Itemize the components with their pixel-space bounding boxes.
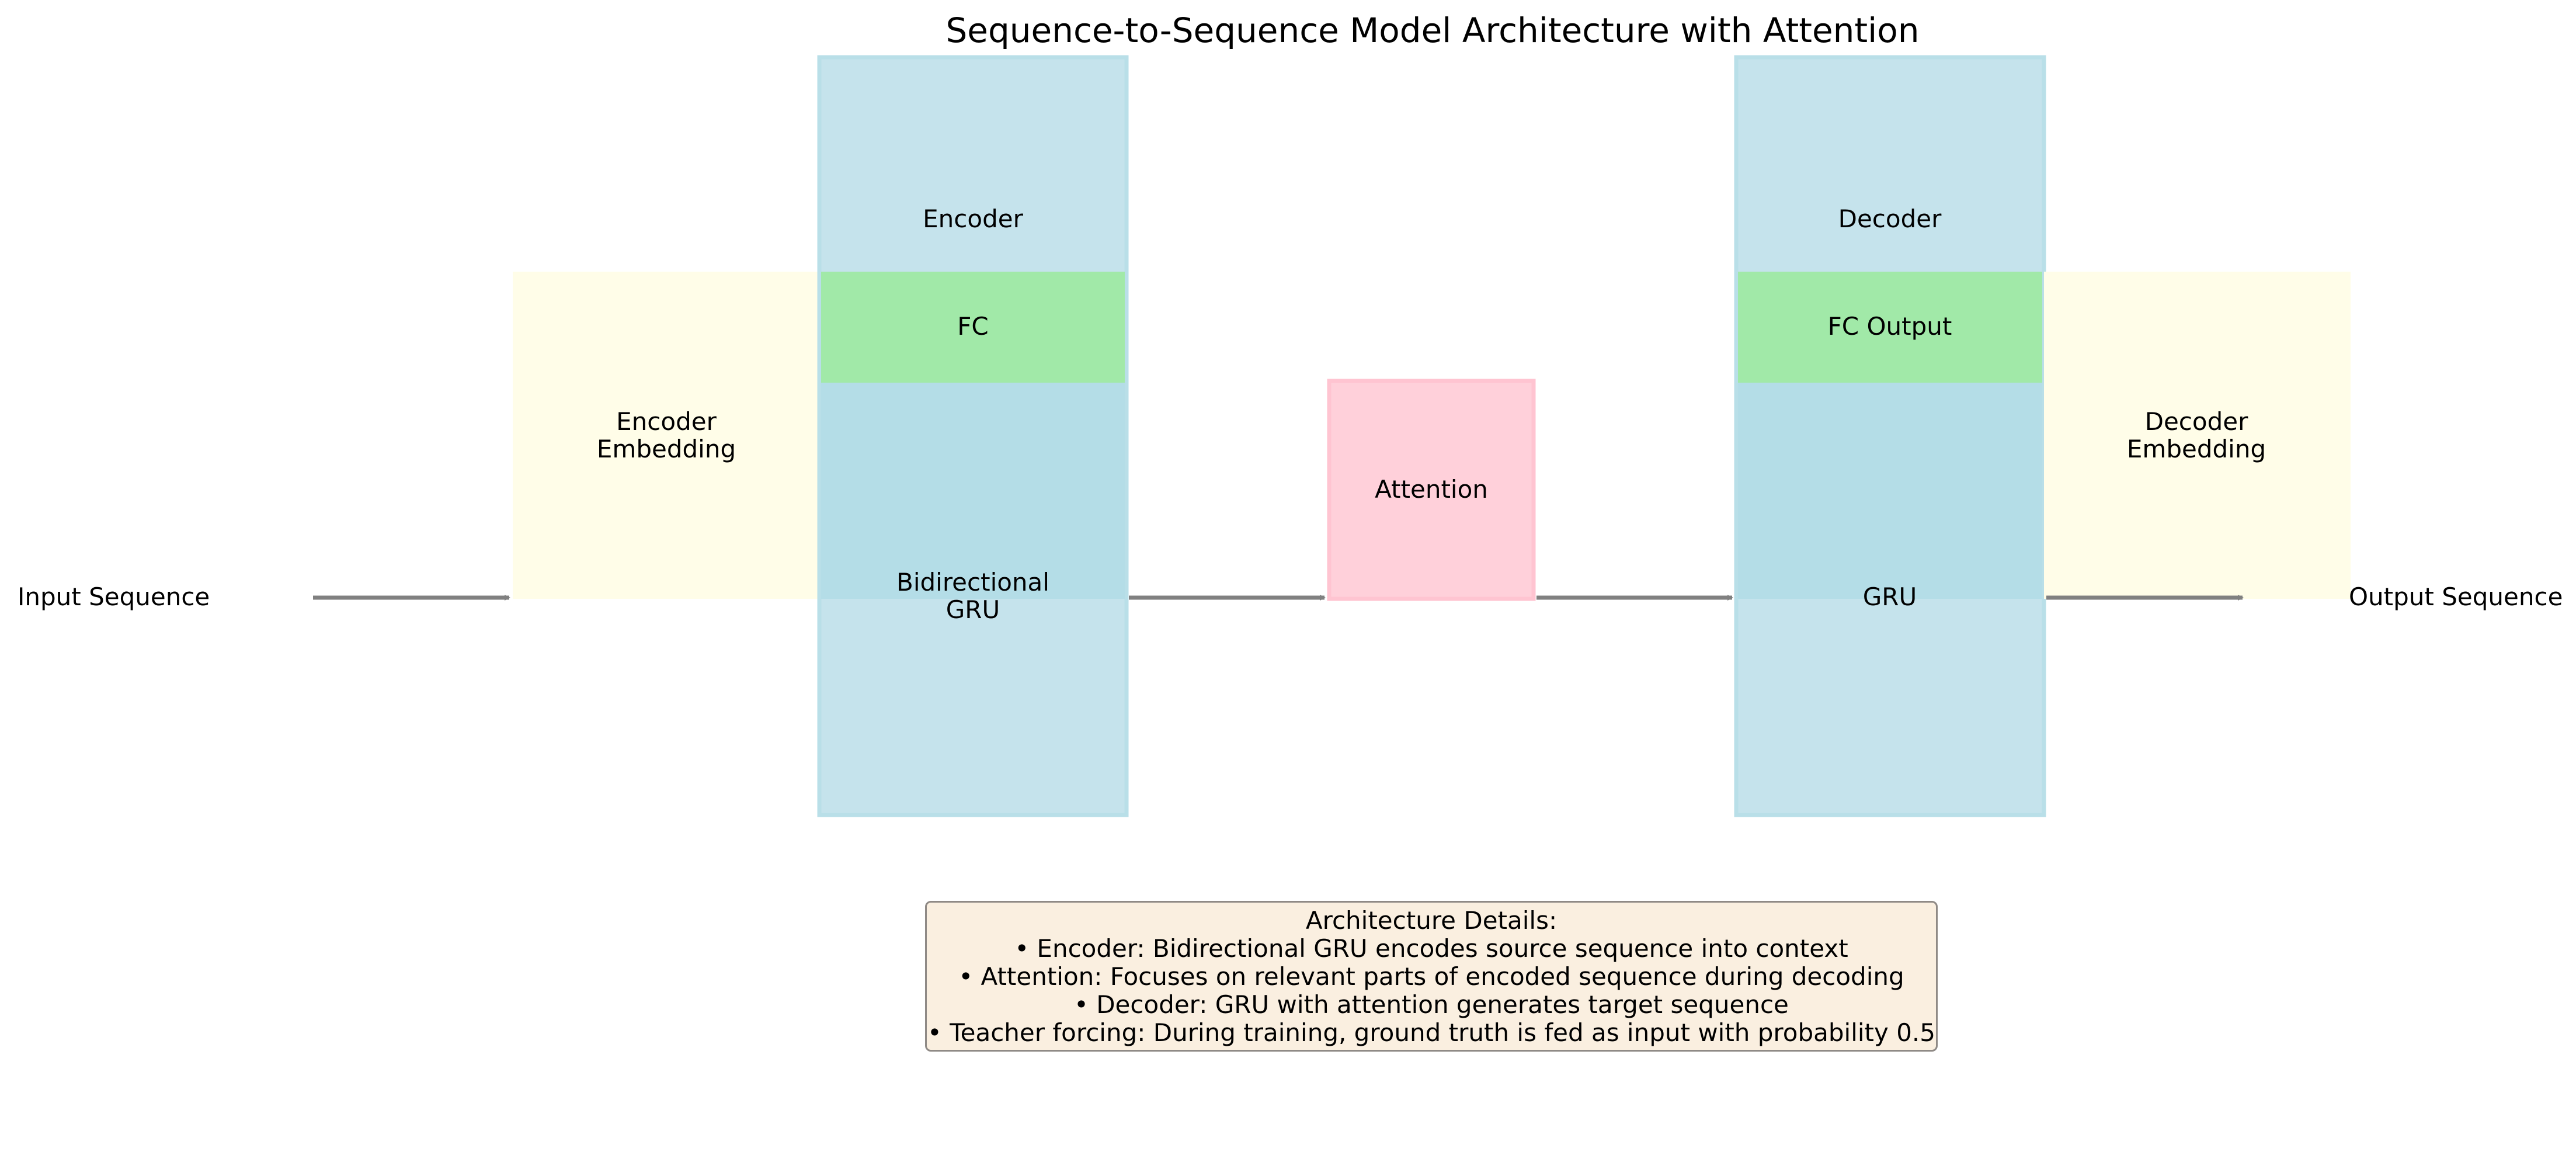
encoder-embedding-label-2: Embedding	[597, 435, 736, 463]
details-bullet-encoder: • Encoder: Bidirectional GRU encodes sou…	[1014, 934, 1848, 963]
decoder-embedding-label-2: Embedding	[2127, 435, 2266, 463]
decoder-gru-label: GRU	[1863, 582, 1917, 611]
attention-label: Attention	[1375, 475, 1488, 504]
details-bullet-teacher-forcing: • Teacher forcing: During training, grou…	[927, 1018, 1936, 1047]
decoder-fc-box	[1738, 272, 2042, 383]
details-bullet-attention: • Attention: Focuses on relevant parts o…	[958, 962, 1904, 991]
output-sequence-label: Output Sequence	[2349, 582, 2563, 611]
decoder-embedding-label-1: Decoder	[2145, 407, 2248, 436]
encoder-gru-label-2: GRU	[946, 595, 1000, 624]
decoder-gru-box	[1738, 383, 2042, 599]
encoder-fc-label: FC	[957, 312, 988, 341]
decoder-embedding-box	[2044, 272, 2351, 599]
details-heading: Architecture Details:	[1305, 906, 1558, 935]
attention-box	[1327, 379, 1536, 601]
encoder-gru-box	[821, 383, 1125, 599]
decoder-fc-label: FC Output	[1828, 312, 1952, 341]
encoder-embedding-label-1: Encoder	[616, 407, 717, 436]
input-sequence-label: Input Sequence	[18, 582, 210, 611]
encoder-gru-label-1: Bidirectional	[896, 568, 1049, 596]
decoder-header: Decoder	[1838, 204, 1942, 233]
encoder-header: Encoder	[923, 204, 1023, 233]
encoder-embedding-box	[513, 272, 819, 599]
encoder-fc-box	[821, 272, 1125, 383]
details-bullet-decoder: • Decoder: GRU with attention generates …	[1074, 990, 1789, 1019]
architecture-details-box: Architecture Details: • Encoder: Bidirec…	[925, 901, 1938, 1052]
diagram-title: Sequence-to-Sequence Model Architecture …	[945, 11, 1919, 50]
